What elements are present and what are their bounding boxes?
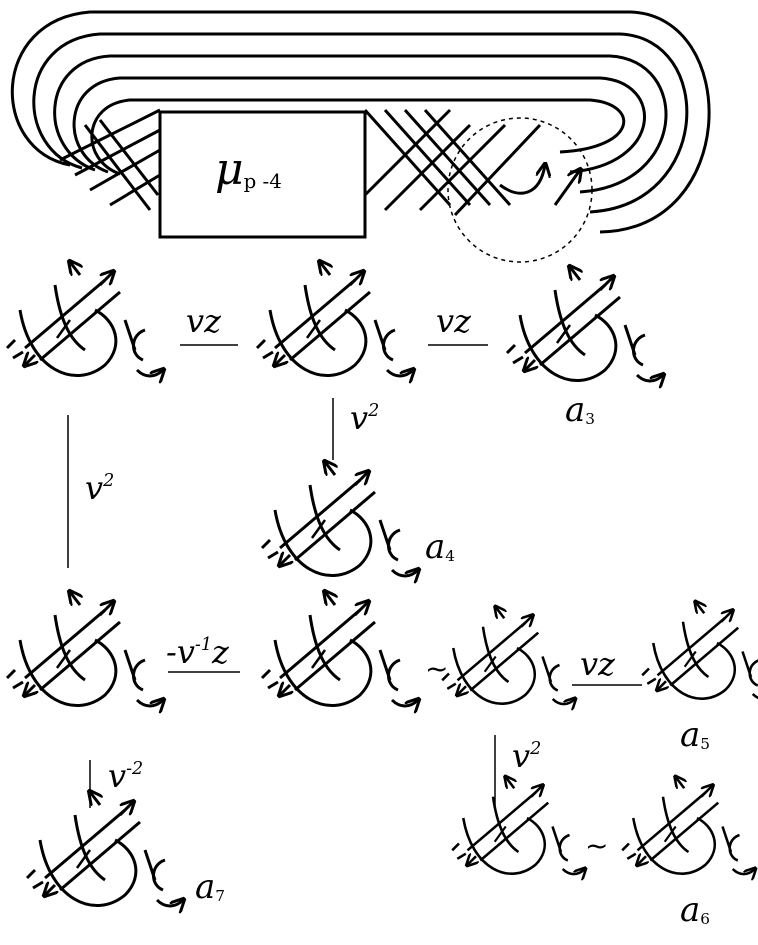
- mu-box: [158, 110, 367, 239]
- tangle-a7: [27, 792, 183, 906]
- term-a7: a7: [195, 867, 226, 907]
- term-a4: a4: [425, 527, 456, 567]
- coef-v2-left: v2: [85, 469, 115, 507]
- tangle-r1-c1: [7, 262, 163, 376]
- tangle-r3-c3: [442, 607, 575, 704]
- coef-v2-right: v2: [350, 399, 380, 437]
- term-a6: a6: [680, 890, 711, 930]
- coef-vz-1: vz: [186, 302, 221, 340]
- coef-vz-3: vz: [580, 645, 615, 683]
- connector-lines: [67, 344, 642, 808]
- coef-vz-2: vz: [436, 302, 471, 340]
- mu-box-label: μp -4: [215, 144, 282, 195]
- tangle-r1-c2: [257, 262, 413, 376]
- coef-v-minus2: v-2: [108, 757, 144, 795]
- coef-minus-vinv-z: -v-1z: [166, 633, 229, 671]
- tangle-a3: [507, 267, 663, 381]
- dashed-focus-circle: [447, 117, 593, 263]
- tangle-r3-c2: [262, 592, 418, 706]
- coef-v2-lower: v2: [512, 737, 542, 775]
- tangle-r4-c3: [452, 777, 585, 874]
- equiv-symbol-2: ~: [585, 829, 609, 862]
- braid-region: [59, 108, 580, 217]
- equiv-symbol-1: ~: [425, 652, 449, 685]
- tangle-a5: [642, 602, 758, 699]
- tangle-r3-c1: [7, 592, 163, 706]
- term-a3: a3: [565, 390, 596, 430]
- closure-strands: [8, 8, 713, 236]
- term-a5: a5: [680, 715, 711, 755]
- tangle-a6: [622, 777, 755, 874]
- tangle-a4: [262, 462, 418, 576]
